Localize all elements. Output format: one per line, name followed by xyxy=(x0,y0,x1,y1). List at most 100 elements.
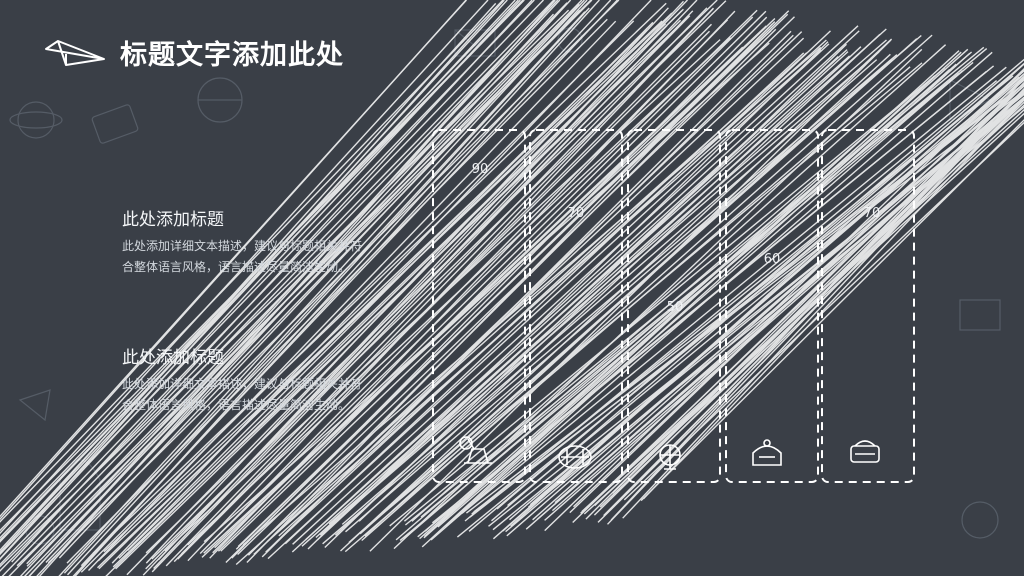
column-value-4: 60 xyxy=(763,252,781,267)
doodle-book-icon xyxy=(91,104,139,144)
scribble-stroke xyxy=(597,109,1024,499)
scribble-stroke xyxy=(210,9,758,544)
scribble-stroke xyxy=(510,63,1024,527)
scribble-stroke xyxy=(80,0,618,567)
column-value-2: 70 xyxy=(567,206,585,221)
scribble-stroke xyxy=(544,68,1024,532)
column-value-3: 50 xyxy=(666,300,684,315)
scribble-stroke xyxy=(403,46,985,522)
scribble-stroke xyxy=(284,30,831,545)
scribble-stroke xyxy=(92,2,667,554)
scribble-stroke xyxy=(0,0,535,556)
scribble-stroke xyxy=(0,0,504,523)
scribble-stroke xyxy=(111,0,652,564)
scribble-stroke xyxy=(237,16,795,556)
scribble-stroke xyxy=(423,68,951,539)
scribble-stroke xyxy=(341,59,878,525)
scribble-stroke xyxy=(0,0,467,521)
scribble-stroke xyxy=(642,98,1024,500)
scribble-stroke xyxy=(473,89,1024,513)
column-box-1 xyxy=(432,129,526,483)
scribble-stroke xyxy=(0,0,508,552)
doodle-atom-icon xyxy=(17,101,55,139)
scribble-stroke xyxy=(265,52,805,553)
scribble-stroke xyxy=(348,58,893,544)
scribble-stroke xyxy=(212,16,754,554)
scribble-stroke xyxy=(622,90,1024,519)
column-value-5: 70 xyxy=(863,206,881,221)
block-body: 此处添加详细文本描述，建议与标题相关并符合整体语言风格，语言描述尽量简洁生动。 xyxy=(122,377,363,412)
scribble-stroke xyxy=(640,119,1024,502)
scribble-stroke xyxy=(461,66,1007,514)
scribble-stroke xyxy=(0,0,519,539)
scribble-stroke xyxy=(58,0,585,559)
scribble-stroke xyxy=(11,0,533,563)
paper-plane-icon xyxy=(45,40,105,66)
scribble-stroke xyxy=(145,0,718,554)
scribble-stroke xyxy=(153,0,698,569)
scribble-stroke xyxy=(247,28,777,556)
scribble-stroke xyxy=(369,39,892,552)
block-body: 此处添加详细文本描述，建议与标题相关并符合整体语言风格，语言描述尽量简洁生动。 xyxy=(122,239,363,274)
books-icon xyxy=(850,440,880,463)
scribble-stroke xyxy=(359,62,923,534)
column-box-3 xyxy=(627,129,721,483)
scribble-stroke xyxy=(87,20,617,571)
doodle-board-icon xyxy=(959,299,1001,331)
page-title: 标题文字添加此处 xyxy=(120,39,344,71)
scribble-stroke xyxy=(445,52,971,528)
pencil-case-icon xyxy=(558,445,592,469)
scribble-stroke xyxy=(199,19,729,554)
scribble-stroke xyxy=(118,21,654,559)
scribble-stroke xyxy=(319,28,887,536)
scribble-stroke xyxy=(573,76,1024,508)
scribble-stroke xyxy=(36,0,572,576)
text-block-1: 此处添加标题 此处添加详细文本描述，建议与标题相关并符合整体语言风格，语言描述尽… xyxy=(122,205,372,278)
scribble-stroke xyxy=(145,7,669,564)
scribble-stroke xyxy=(187,8,714,562)
scribble-stroke xyxy=(181,30,710,555)
scribble-stroke xyxy=(66,18,608,564)
scribble-stroke xyxy=(173,7,715,563)
column-box-4 xyxy=(725,129,819,483)
scribble-stroke xyxy=(468,62,1024,532)
scribble-stroke xyxy=(217,10,767,552)
scribble-stroke xyxy=(97,23,667,562)
doodle-clock-icon xyxy=(961,501,999,539)
scribble-stroke xyxy=(0,0,521,561)
column-box-5 xyxy=(821,129,915,483)
scribble-stroke xyxy=(266,34,794,552)
title-row: 标题文字添加此处 xyxy=(44,28,344,76)
scribble-stroke xyxy=(63,11,586,574)
scribble-stroke xyxy=(529,73,1024,506)
doodle-triangle-icon xyxy=(18,389,51,422)
scribble-stroke xyxy=(220,17,776,552)
scribble-stroke xyxy=(491,62,1024,522)
backpack-icon xyxy=(752,439,782,466)
globe-icon xyxy=(659,444,681,470)
scribble-stroke xyxy=(66,7,590,576)
text-block-2: 此处添加标题 此处添加详细文本描述，建议与标题相关并符合整体语言风格，语言描述尽… xyxy=(122,343,372,416)
scribble-stroke xyxy=(324,51,880,532)
scribble-stroke xyxy=(328,39,887,525)
scribble-stroke xyxy=(0,2,497,555)
scribble-stroke xyxy=(307,41,829,550)
scribble-stroke xyxy=(404,72,960,526)
scribble-stroke xyxy=(201,46,744,558)
scribble-stroke xyxy=(214,25,767,549)
scribble-stroke xyxy=(291,30,860,553)
scribble-stroke xyxy=(80,20,635,573)
scribble-stroke xyxy=(359,38,918,535)
basketball-hoop-icon xyxy=(459,436,492,464)
scribble-stroke xyxy=(358,33,881,522)
block-heading: 此处添加标题 xyxy=(122,210,224,230)
scribble-stroke xyxy=(165,7,708,567)
column-box-2 xyxy=(529,129,623,483)
scribble-stroke xyxy=(506,85,1024,537)
block-heading: 此处添加标题 xyxy=(122,348,224,368)
scribble-stroke xyxy=(1,0,559,576)
scribble-stroke xyxy=(103,20,663,553)
scribble-stroke xyxy=(0,9,570,568)
